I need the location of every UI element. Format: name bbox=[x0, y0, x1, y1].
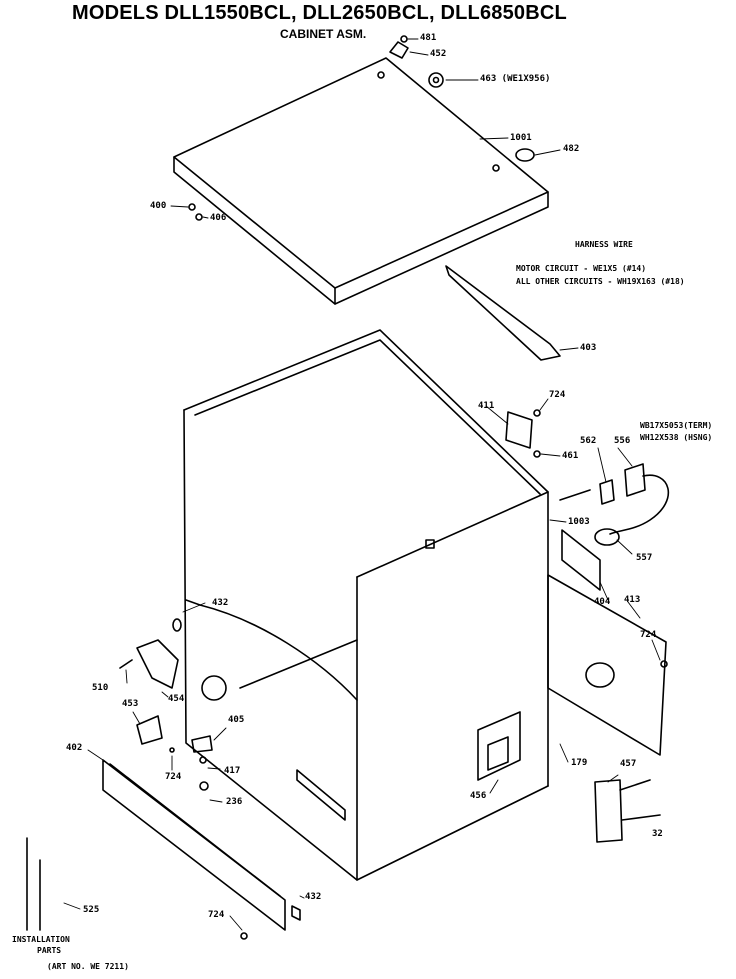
label-411: 411 bbox=[478, 401, 495, 411]
top-hardware bbox=[188, 35, 535, 221]
terminal-block bbox=[477, 711, 521, 781]
label-724-top: 724 bbox=[549, 390, 566, 400]
label-562: 562 bbox=[580, 436, 597, 446]
art-number: (ART NO. WE 7211) bbox=[47, 962, 129, 971]
switch-box bbox=[594, 779, 661, 843]
label-404: 404 bbox=[594, 597, 611, 607]
label-term: WB17X5053(TERM) bbox=[640, 421, 713, 430]
diagram-subtitle: CABINET ASM. bbox=[280, 27, 367, 41]
label-557: 557 bbox=[636, 553, 653, 563]
label-452: 452 bbox=[430, 49, 447, 59]
label-724-left: 724 bbox=[165, 772, 182, 782]
label-481: 481 bbox=[420, 33, 437, 43]
label-510: 510 bbox=[92, 683, 109, 693]
label-406: 406 bbox=[210, 213, 227, 223]
label-454: 454 bbox=[168, 694, 185, 704]
label-402: 402 bbox=[66, 743, 83, 753]
label-525: 525 bbox=[83, 905, 100, 915]
label-724-bottom: 724 bbox=[208, 910, 225, 920]
wire-bracket bbox=[561, 529, 601, 591]
top-panel bbox=[173, 57, 549, 305]
kick-panel bbox=[102, 759, 301, 940]
diagram-title: MODELS DLL1550BCL, DLL2650BCL, DLL6850BC… bbox=[72, 2, 567, 24]
label-1001: 1001 bbox=[510, 133, 532, 143]
label-453: 453 bbox=[122, 699, 139, 709]
label-456: 456 bbox=[470, 791, 487, 801]
label-413: 413 bbox=[624, 595, 641, 605]
label-1003: 1003 bbox=[568, 517, 590, 527]
label-432-bottom: 432 bbox=[305, 892, 322, 902]
label-463: 463 (WE1X956) bbox=[480, 74, 551, 84]
label-432-left: 432 bbox=[212, 598, 229, 608]
installation-label: INSTALLATION bbox=[12, 935, 70, 944]
parts-label: PARTS bbox=[37, 946, 62, 955]
left-hardware bbox=[119, 618, 213, 791]
label-400: 400 bbox=[150, 201, 167, 211]
installation-parts bbox=[26, 837, 41, 931]
harness-heading: HARNESS WIRE bbox=[575, 240, 633, 249]
label-417: 417 bbox=[224, 766, 241, 776]
label-724-right: 724 bbox=[640, 630, 657, 640]
label-236: 236 bbox=[226, 797, 243, 807]
label-179: 179 bbox=[571, 758, 588, 768]
label-405: 405 bbox=[228, 715, 245, 725]
label-482: 482 bbox=[563, 144, 580, 154]
rear-strip bbox=[445, 265, 561, 361]
electrical-parts bbox=[505, 409, 670, 546]
leader-lines bbox=[63, 38, 661, 931]
label-556: 556 bbox=[614, 436, 631, 446]
label-403: 403 bbox=[580, 343, 597, 353]
label-32: 32 bbox=[652, 829, 663, 839]
label-461: 461 bbox=[562, 451, 579, 461]
harness-other: ALL OTHER CIRCUITS - WH19X163 (#18) bbox=[516, 277, 685, 286]
rear-panel bbox=[547, 574, 668, 756]
label-457: 457 bbox=[620, 759, 637, 769]
label-hsng: WH12X538 (HSNG) bbox=[640, 433, 713, 442]
harness-motor: MOTOR CIRCUIT - WE1X5 (#14) bbox=[516, 264, 647, 273]
